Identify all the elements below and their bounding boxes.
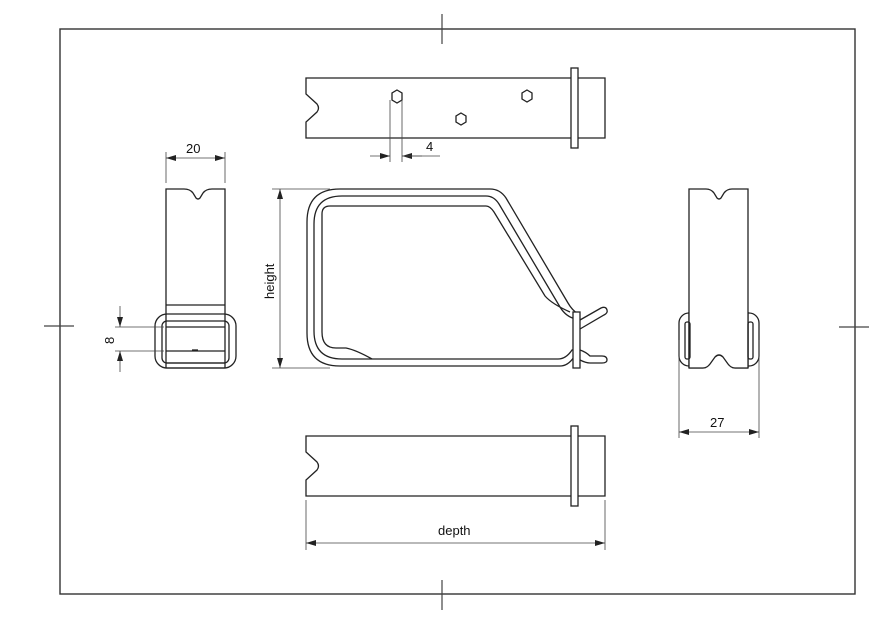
hex-hole-icon	[391, 89, 403, 104]
left-side-view: 20 8	[102, 141, 237, 372]
dim-depth: depth	[438, 523, 471, 538]
hex-hole-icon	[455, 112, 467, 126]
bottom-view: depth	[305, 425, 606, 550]
dim-hole-spacing: 4	[426, 139, 433, 154]
sheet-frame	[59, 28, 856, 595]
centering-marks	[44, 14, 869, 610]
dim-width-27: 27	[710, 415, 724, 430]
front-view: height	[262, 188, 608, 369]
right-side-view: 27	[678, 188, 760, 438]
dim-height: height	[262, 263, 277, 299]
hex-hole-icon	[521, 89, 533, 103]
top-view: 4	[305, 67, 606, 162]
dim-wire-8: 8	[102, 337, 117, 344]
dim-width-20: 20	[186, 141, 200, 156]
